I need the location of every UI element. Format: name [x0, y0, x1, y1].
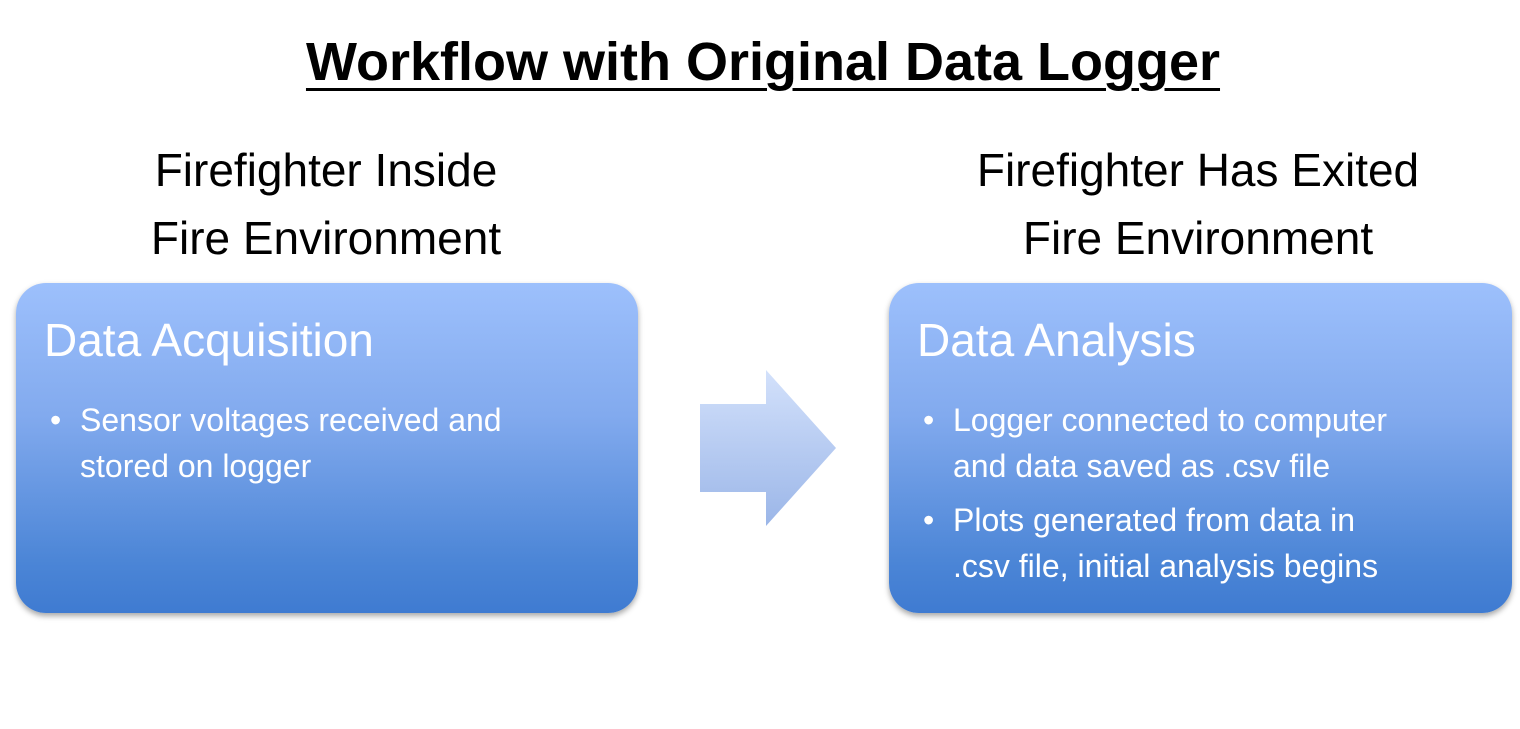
bullet-text: Sensor voltages received and stored on l… [80, 397, 622, 489]
right-arrow-icon [700, 370, 836, 526]
box-title: Data Analysis [917, 314, 1196, 366]
bullet-item: • Logger connected to computer and data … [917, 397, 1496, 489]
box-title: Data Acquisition [44, 314, 374, 366]
stage-heading-line: Fire Environment [150, 212, 502, 264]
bullet-icon: • [923, 502, 935, 538]
arrow-shape [700, 370, 836, 526]
bullet-icon: • [923, 402, 935, 438]
bullet-line: Sensor voltages received and [80, 402, 502, 438]
diagram-title: Workflow with Original Data Logger [0, 28, 1520, 96]
stage-heading-line: Firefighter Inside [154, 144, 498, 196]
data-acquisition-box: Data Acquisition • Sensor voltages recei… [16, 283, 638, 613]
bullet-line: .csv file, initial analysis begins [953, 548, 1379, 584]
bullet-text: Plots generated from data in .csv file, … [953, 497, 1496, 589]
bullet-item: • Plots generated from data in .csv file… [917, 497, 1496, 589]
bullet-list: • Logger connected to computer and data … [917, 397, 1496, 597]
stage-heading-inside: Firefighter Inside Fire Environment [16, 136, 636, 272]
bullet-item: • Sensor voltages received and stored on… [44, 397, 622, 489]
stage-heading-exited: Firefighter Has Exited Fire Environment [888, 136, 1508, 272]
bullet-line: stored on logger [80, 448, 312, 484]
bullet-line: Logger connected to computer [953, 402, 1388, 438]
bullet-icon: • [50, 402, 62, 438]
diagram-title-text: Workflow with Original Data Logger [305, 32, 1221, 92]
bullet-line: and data saved as .csv file [953, 448, 1331, 484]
data-analysis-box: Data Analysis • Logger connected to comp… [889, 283, 1512, 613]
bullet-list: • Sensor voltages received and stored on… [44, 397, 622, 497]
bullet-text: Logger connected to computer and data sa… [953, 397, 1496, 489]
bullet-line: Plots generated from data in [953, 502, 1356, 538]
stage-heading-line: Fire Environment [1022, 212, 1374, 264]
stage-heading-line: Firefighter Has Exited [976, 144, 1420, 196]
